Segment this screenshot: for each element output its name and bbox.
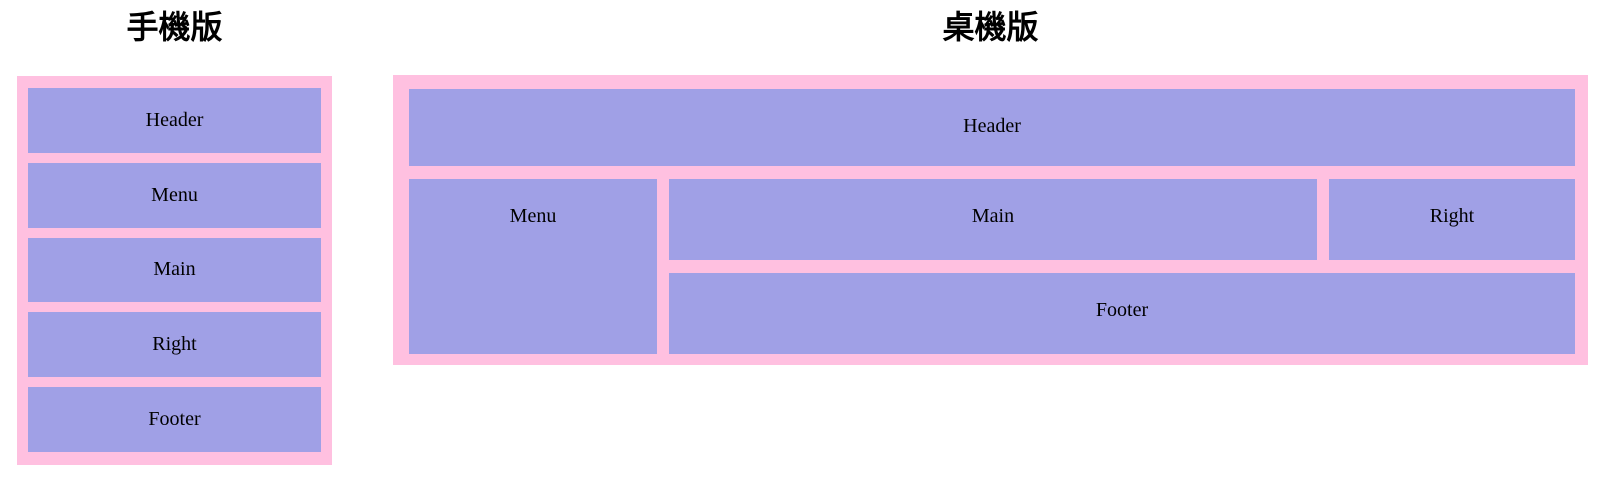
desktop-main-box: Main [669, 179, 1317, 260]
mobile-footer-box: Footer [28, 387, 321, 452]
mobile-menu-box: Menu [28, 162, 321, 228]
mobile-section-title: 手機版 [126, 9, 223, 45]
mobile-layout-container: Header Menu Main Right Footer [17, 76, 332, 465]
desktop-menu-box: Menu [409, 179, 657, 354]
mobile-header-box: Header [28, 88, 321, 153]
desktop-right-box: Right [1329, 179, 1575, 260]
desktop-footer-box: Footer [669, 273, 1575, 354]
desktop-layout-container: Header Menu Main Right Footer [393, 75, 1588, 365]
desktop-header-box: Header [409, 89, 1575, 166]
desktop-section-title: 桌機版 [942, 9, 1039, 45]
mobile-main-box: Main [28, 237, 321, 303]
mobile-right-box: Right [28, 312, 321, 378]
